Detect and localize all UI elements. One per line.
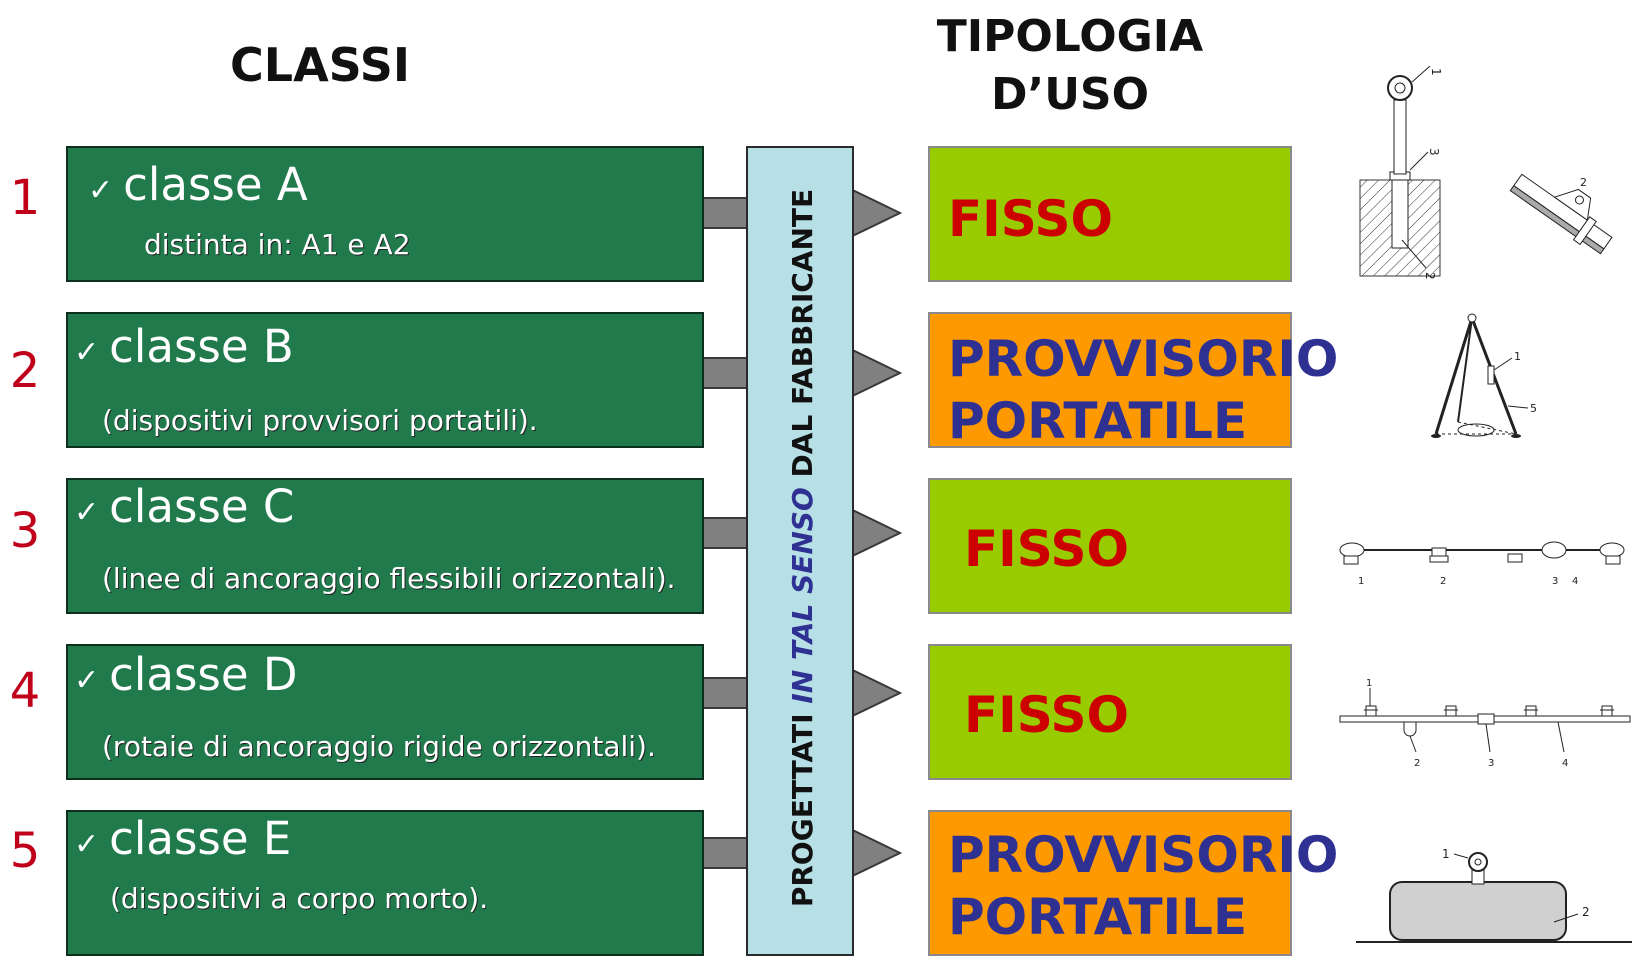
type-box-4: FISSO <box>928 644 1292 780</box>
classi-heading: CLASSI <box>230 38 410 92</box>
class-label-d: ✓classe D <box>74 648 298 701</box>
fig4-label-2: 2 <box>1414 758 1420 769</box>
check-icon: ✓ <box>74 663 100 698</box>
fig3-label-4: 4 <box>1572 576 1578 587</box>
row-number-1: 1 <box>9 170 41 226</box>
class-desc-b: (dispositivi provvisori portatili). <box>102 404 538 437</box>
fig2-label-1: 1 <box>1514 350 1521 363</box>
check-icon: ✓ <box>74 335 100 370</box>
type-label-5-line1: PROVVISORIO <box>948 826 1339 884</box>
row-number-5: 5 <box>9 823 41 879</box>
class-label-c: ✓classe C <box>74 480 295 533</box>
fig4-label-4: 4 <box>1562 758 1568 769</box>
class-box-b: ✓classe B (dispositivi provvisori portat… <box>66 312 704 448</box>
class-label-e: ✓classe E <box>74 812 292 865</box>
fig3-label-2: 2 <box>1440 576 1446 587</box>
type-label-3: FISSO <box>964 520 1130 578</box>
class-desc-d: (rotaie di ancoraggio rigide orizzontali… <box>102 730 656 763</box>
tipologia-heading: TIPOLOGIA D’USO <box>900 8 1240 124</box>
class-label-a: ✓classe A <box>88 158 308 211</box>
middle-bar: PROGETTATI IN TAL SENSO DAL FABBRICANTE <box>746 146 854 956</box>
check-icon: ✓ <box>88 173 114 208</box>
fig1-label-3: 3 <box>1427 148 1441 156</box>
rigid-rail-drawing: 1 2 3 4 <box>1339 678 1631 769</box>
class-box-e: ✓classe E (dispositivi a corpo morto). <box>66 810 704 956</box>
tripod-drawing: 1 5 <box>1431 313 1537 438</box>
class-label-b: ✓classe B <box>74 320 294 373</box>
tipologia-heading-line1: TIPOLOGIA <box>936 11 1204 62</box>
flexible-line-drawing: 1 2 3 4 <box>1339 541 1625 587</box>
type-box-5: PROVVISORIO PORTATILE <box>928 810 1338 956</box>
fig1-label-2: 2 <box>1423 272 1437 280</box>
row-number-3: 3 <box>9 503 41 559</box>
type-box-3: FISSO <box>928 478 1292 614</box>
check-icon: ✓ <box>74 827 100 862</box>
dead-weight-drawing: 1 2 <box>1356 847 1632 943</box>
anchor-eyebolt-drawing: 1 3 2 2 <box>1359 65 1613 280</box>
class-desc-e: (dispositivi a corpo morto). <box>110 882 489 915</box>
type-box-1: FISSO <box>928 146 1292 282</box>
fig5-label-1: 1 <box>1442 847 1450 861</box>
row-number-4: 4 <box>9 663 41 719</box>
row-number-2: 2 <box>9 343 41 399</box>
class-box-c: ✓classe C (linee di ancoraggio flessibil… <box>66 478 704 614</box>
check-icon: ✓ <box>74 495 100 530</box>
type-box-2: PROVVISORIO PORTATILE <box>928 312 1338 450</box>
class-box-d: ✓classe D (rotaie di ancoraggio rigide o… <box>66 644 704 780</box>
fig3-label-1: 1 <box>1358 576 1364 587</box>
fig3-label-3: 3 <box>1552 576 1558 587</box>
type-label-5-line2: PORTATILE <box>948 888 1248 946</box>
middle-bar-text: PROGETTATI IN TAL SENSO DAL FABBRICANTE <box>786 188 819 908</box>
fig5-label-2: 2 <box>1582 905 1590 919</box>
class-box-a: ✓classe A distinta in: A1 e A2 <box>66 146 704 282</box>
class-desc-c: (linee di ancoraggio flessibili orizzont… <box>102 562 676 595</box>
fig1-label-1: 1 <box>1429 68 1443 76</box>
fig4-label-1: 1 <box>1366 678 1372 689</box>
type-label-2-line2: PORTATILE <box>948 392 1248 450</box>
class-desc-a: distinta in: A1 e A2 <box>144 228 411 261</box>
type-label-4: FISSO <box>964 686 1130 744</box>
fig4-label-3: 3 <box>1488 758 1494 769</box>
fig2-label-5: 5 <box>1530 402 1537 415</box>
type-label-1: FISSO <box>948 190 1114 248</box>
type-label-2-line1: PROVVISORIO <box>948 330 1339 388</box>
fig1-label-2b: 2 <box>1580 176 1587 189</box>
tipologia-heading-line2: D’USO <box>990 69 1150 120</box>
